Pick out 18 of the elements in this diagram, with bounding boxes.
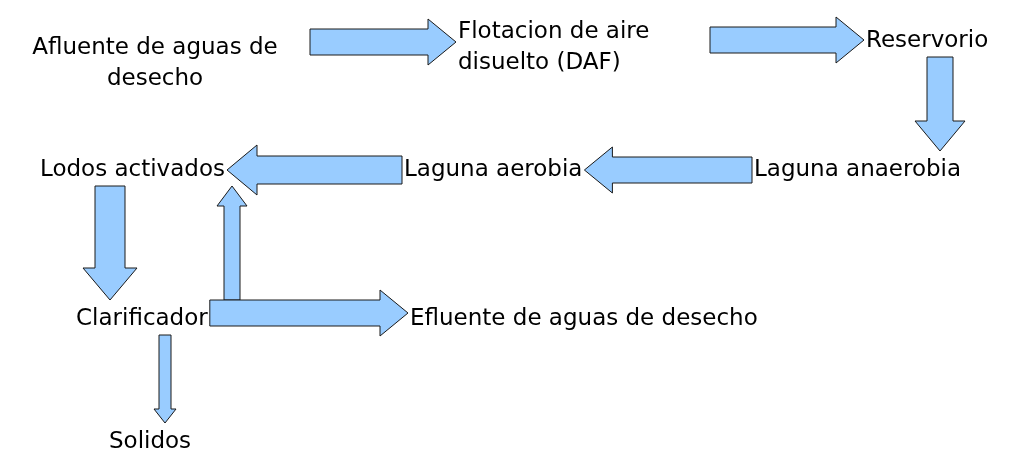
block-arrow	[209, 289, 409, 337]
process-step-label: Reservorio	[866, 24, 989, 55]
block-arrow	[153, 334, 177, 424]
block-arrow	[216, 185, 248, 301]
process-step-label: Afluente de aguas de desecho	[2, 31, 308, 93]
process-step-label: Efluente de aguas de desecho	[410, 302, 758, 333]
block-arrow	[82, 185, 138, 301]
process-step-label: Laguna aerobia	[404, 153, 583, 184]
process-step-label: Solidos	[109, 425, 192, 453]
process-step-label: Clarificador	[76, 302, 208, 333]
block-arrow	[309, 18, 457, 66]
block-arrow	[914, 56, 966, 152]
block-arrow	[583, 146, 753, 194]
process-step-label: Laguna anaerobia	[754, 153, 962, 184]
process-step-label: Flotacion de aire disuelto (DAF)	[458, 15, 708, 77]
block-arrow	[226, 144, 403, 196]
process-step-label: Lodos activados	[40, 153, 225, 184]
block-arrow	[709, 16, 865, 64]
